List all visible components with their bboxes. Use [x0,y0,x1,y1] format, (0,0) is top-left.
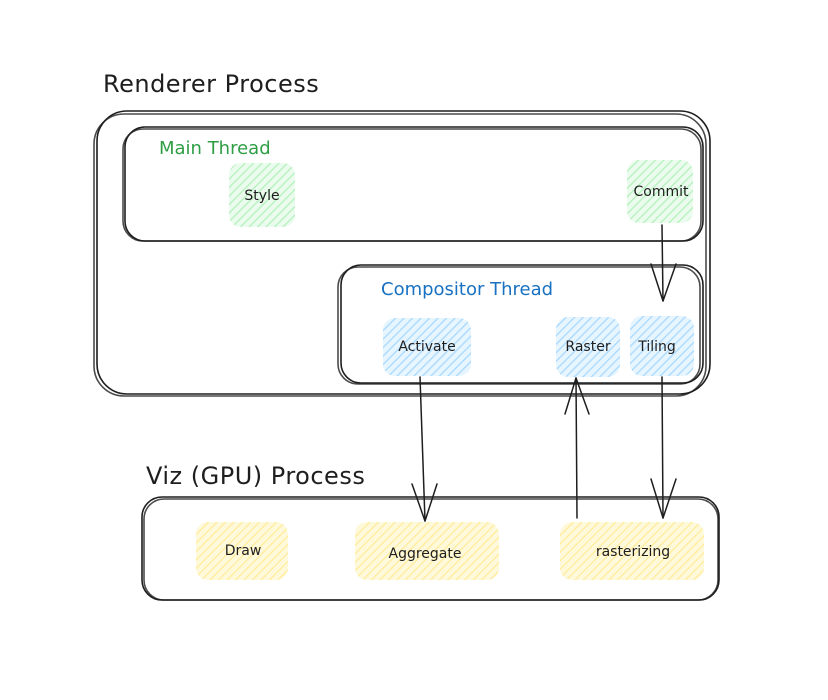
aggregate-node-label: Aggregate [389,546,462,562]
arrow-rasterizing-to-raster [564,377,590,519]
tiling-node-label: Tiling [637,339,676,355]
activate-node-label: Activate [398,339,455,355]
main-thread-frame [122,126,704,242]
draw-node-label: Draw [225,543,262,559]
commit-node: Commit [627,160,693,223]
viz-process-title: Viz (GPU) Process [146,462,365,490]
viz-process-frame [141,496,720,601]
aggregate-node: Aggregate [355,522,499,580]
arrow-tiling-to-rasterizing [650,376,677,519]
commit-node-label: Commit [634,184,690,200]
rasterizing-node: rasterizing [560,522,704,580]
renderer-process-frame [93,110,711,397]
arrow-commit-to-tiling [650,224,677,302]
rasterizing-node-label: rasterizing [596,544,670,560]
compositor-thread-frame [337,264,704,385]
raster-node: Raster [556,317,620,377]
renderer-process-title: Renderer Process [103,70,319,98]
style-node-label: Style [244,188,279,204]
tiling-node: Tiling [630,316,694,376]
activate-node: Activate [383,318,471,376]
raster-node-label: Raster [565,339,610,355]
style-node: Style [229,163,295,227]
arrow-activate-to-aggregate [411,376,438,522]
compositor-thread-label: Compositor Thread [381,279,553,300]
draw-node: Draw [196,522,288,580]
main-thread-label: Main Thread [159,138,271,159]
